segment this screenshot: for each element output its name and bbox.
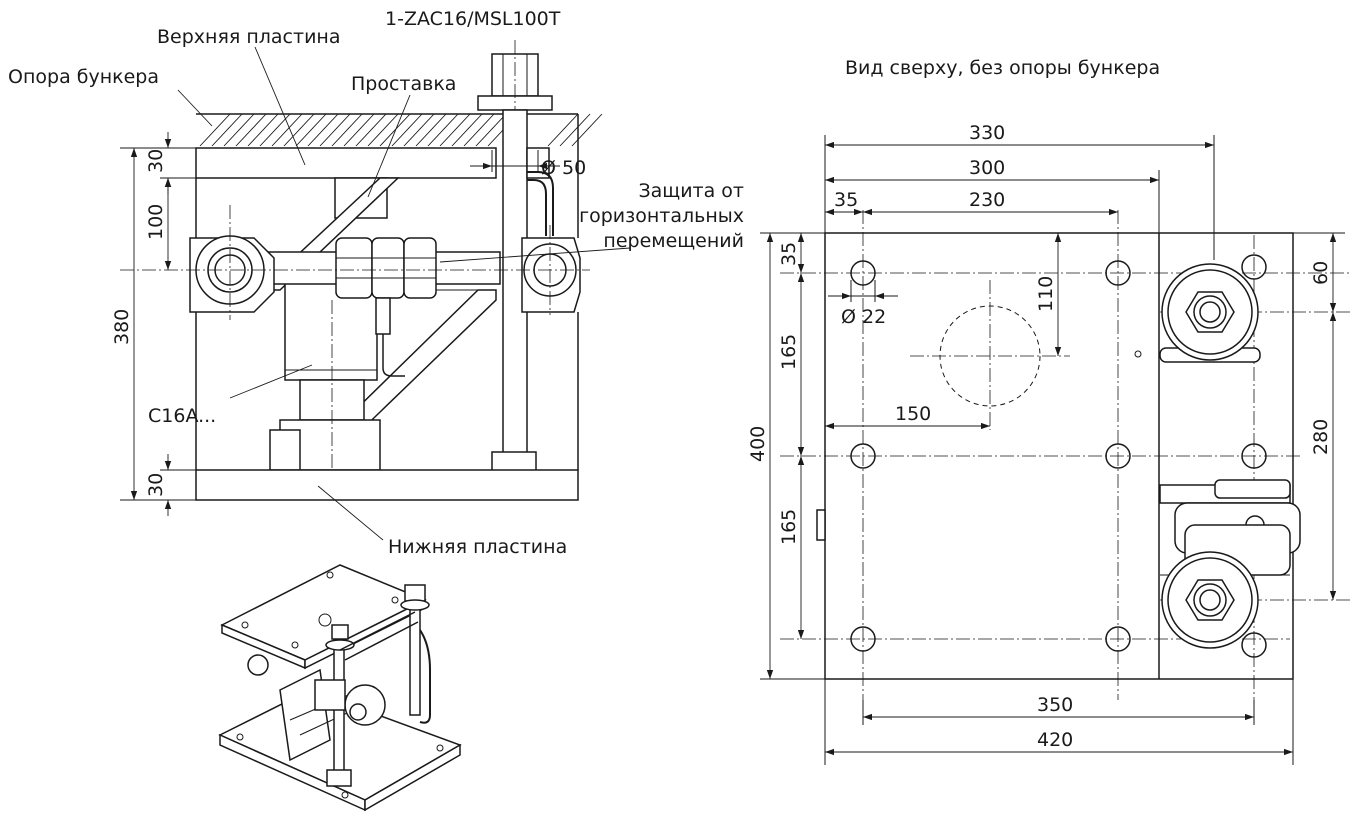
- dim-35-horizontal: 35: [834, 189, 858, 211]
- dim-diameter-22: Ø 22: [841, 306, 886, 328]
- top-view-extension-lines: [760, 135, 1345, 765]
- right-pin: [521, 237, 581, 313]
- protection-label-line-1: Защита от: [638, 180, 744, 202]
- hatch-line: [571, 113, 603, 147]
- protection-label-line-3: перемещений: [603, 230, 744, 252]
- dim-35-vertical: 35: [778, 242, 800, 266]
- isometric-view: [218, 564, 462, 812]
- left-pin: [189, 235, 275, 313]
- side-view: 1-ZAC16/MSL100T Верхняя пластина Опора б…: [8, 8, 744, 558]
- dim-280: 280: [1310, 419, 1332, 455]
- hatch-line: [271, 113, 303, 147]
- mounting-holes: [850, 254, 1267, 658]
- hatch-line: [235, 113, 267, 147]
- dim-300: 300: [969, 157, 1005, 179]
- hatch-line: [379, 113, 411, 147]
- side-dimensions: [120, 132, 560, 516]
- hatch-line: [403, 113, 435, 147]
- model-label: 1-ZAC16/MSL100T: [385, 8, 561, 30]
- hatch-line: [283, 113, 315, 147]
- hatch-line: [439, 113, 471, 147]
- top-view-title: Вид сверху, без опоры бункера: [845, 57, 1160, 79]
- bottom-plate-label: Нижняя пластина: [388, 536, 567, 558]
- hatch-line: [463, 113, 495, 147]
- load-bar-nuts: [254, 237, 501, 299]
- top-view-dimension-lines: [766, 141, 1337, 756]
- hatch-line: [307, 113, 339, 147]
- hatch-line: [415, 113, 447, 147]
- hatch-line: [331, 113, 363, 147]
- hatch-line: [199, 113, 231, 147]
- hatch-line: [343, 113, 375, 147]
- dim-30-bottom: 30: [145, 473, 167, 497]
- hatch-line: [319, 113, 351, 147]
- dim-380: 380: [111, 309, 133, 345]
- dim-165-upper: 165: [778, 334, 800, 370]
- dim-110: 110: [1035, 276, 1057, 312]
- top-plate: [195, 147, 497, 179]
- bottom-plate: [195, 469, 579, 501]
- dim-230: 230: [969, 189, 1005, 211]
- dim-420: 420: [1037, 729, 1073, 751]
- side-leaders: [177, 46, 631, 541]
- hatch-line: [259, 113, 291, 147]
- lower-bolt-assembly: [1161, 551, 1259, 649]
- hatch-line: [547, 113, 579, 147]
- hopper-support-label: Опора бункера: [8, 66, 159, 88]
- hatch-line: [559, 113, 591, 147]
- load-cell-connector: [375, 297, 405, 377]
- hatch-line: [391, 113, 423, 147]
- top-plate-label: Верхняя пластина: [157, 26, 341, 48]
- dim-60: 60: [1310, 261, 1332, 285]
- hatch-line: [367, 113, 399, 147]
- diameter-50-label: Ø 50: [541, 157, 586, 179]
- upper-bolt-assembly: [1159, 263, 1261, 363]
- dim-400: 400: [747, 426, 769, 462]
- hatch-line: [475, 113, 507, 147]
- dim-100: 100: [145, 204, 167, 240]
- hatch-line: [223, 113, 255, 147]
- protection-label-line-2: горизонтальных: [579, 205, 744, 227]
- protection-pipe: [527, 171, 554, 236]
- dim-350: 350: [1037, 694, 1073, 716]
- load-cell-label: C16A...: [148, 405, 216, 427]
- hatch-line: [247, 113, 279, 147]
- dim-330: 330: [969, 122, 1005, 144]
- hatch-line: [427, 113, 459, 147]
- protection-rod: [491, 109, 537, 475]
- hidden-bore: [939, 305, 1041, 407]
- dim-150: 150: [895, 403, 931, 425]
- dim-165-lower: 165: [778, 509, 800, 545]
- hatch-line: [211, 113, 243, 147]
- dim-30-top: 30: [145, 149, 167, 173]
- hopper-support-slab: [196, 113, 603, 147]
- top-view: Вид сверху, без опоры бункера 330 300 35…: [747, 57, 1350, 765]
- spacer-label: Проставка: [351, 73, 456, 95]
- hatch-line: [451, 113, 483, 147]
- hatch-line: [295, 113, 327, 147]
- hatch-line: [355, 113, 387, 147]
